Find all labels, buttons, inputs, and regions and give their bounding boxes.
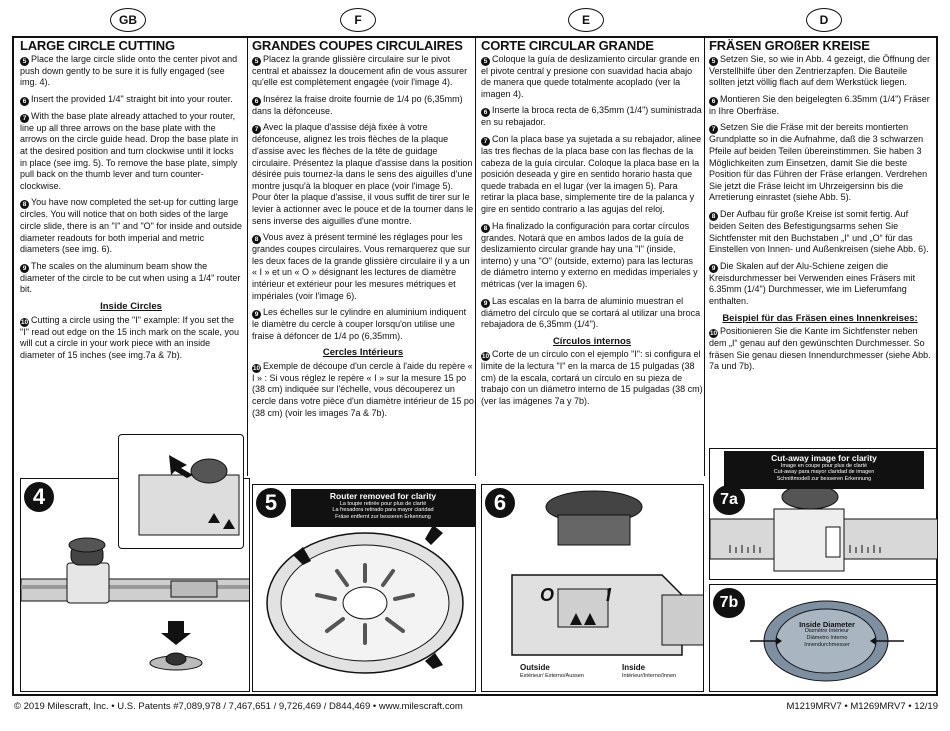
figure-7b-illustration xyxy=(750,600,904,682)
figure-4-inset xyxy=(118,434,244,549)
figure-7a: Cut-away image for clarity Image en coup… xyxy=(709,448,938,580)
footer-model-numbers: M1219MRV7 • M1269MRV7 • 12/19 xyxy=(786,701,938,712)
figure-6-label: 6 xyxy=(485,488,515,518)
column-divider xyxy=(704,38,705,476)
figure-4-illustration xyxy=(21,537,249,671)
figure-7a-label: 7a xyxy=(713,485,745,515)
inside-diameter-line: Diámetro Interno xyxy=(806,635,848,641)
outside-mark: O xyxy=(540,585,555,605)
subheading: Beispiel für das Fräsen eines Innenkreis… xyxy=(722,312,918,324)
outside-label-sub: Extérieur/ Externo/Aussen xyxy=(520,673,584,679)
section-title: LARGE CIRCLE CUTTING xyxy=(20,38,175,53)
section-title: FRÄSEN GROßER KREISE xyxy=(709,38,870,53)
figure-5-caption: Router removed for clarity La toupie ret… xyxy=(291,489,475,527)
inside-diameter-label: Inside Diameter Diamètre Intérieur Diáme… xyxy=(792,621,862,649)
inside-diameter-line: Diamètre Intérieur xyxy=(804,628,850,634)
caption-line: Image en coupe pour plus de clarté xyxy=(780,463,868,469)
page-frame xyxy=(12,36,938,696)
lang-badge-e: E xyxy=(568,8,604,32)
inside-mark: I xyxy=(606,585,612,605)
caption-line: La toupie retirée pour plus de clarté xyxy=(339,501,427,507)
lang-badge-d: D xyxy=(806,8,842,32)
inside-label-sub: Intérieur/Interno/Innen xyxy=(622,673,677,679)
outside-label: Outside Extérieur/ Externo/Aussen xyxy=(520,663,584,681)
figure-7b: 7b Inside Diameter Diamètre Intérieur Di… xyxy=(709,584,938,692)
lang-badge-f: F xyxy=(340,8,376,32)
subheading: Inside Circles xyxy=(100,300,162,312)
lang-badge-gb: GB xyxy=(110,8,146,32)
inside-label: Inside Intérieur/Interno/Innen xyxy=(622,663,676,681)
column-divider xyxy=(247,38,248,476)
inside-diameter-line: Innendurchmesser xyxy=(804,642,850,648)
column-divider xyxy=(475,38,476,476)
figure-7b-label: 7b xyxy=(713,588,745,618)
figure-5: 5 Router removed for clarity La toupie r… xyxy=(252,484,476,692)
caption-title: Router removed for clarity xyxy=(329,491,437,501)
caption-line: Cut-away para mayor claridad de imagen xyxy=(773,469,875,476)
caption-line: Schnittmodell zur besseren Erkennung xyxy=(776,475,872,482)
caption-title: Cut-away image for clarity xyxy=(771,453,877,463)
caption-line: La fresadora retirado para mayor clarida… xyxy=(332,507,434,514)
figure-7a-illustration xyxy=(710,484,937,572)
figure-5-label: 5 xyxy=(256,488,286,518)
figure-7-caption: Cut-away image for clarity Image en coup… xyxy=(724,451,924,489)
section-title: GRANDES COUPES CIRCULAIRES xyxy=(252,38,463,53)
subheading: Cercles Intérieurs xyxy=(322,347,404,359)
figure-4-label: 4 xyxy=(24,482,54,512)
caption-line: Fräse entfernt zur besseren Erkennung xyxy=(335,513,431,520)
section-title: CORTE CIRCULAR GRANDE xyxy=(481,38,654,53)
figure-5-illustration xyxy=(266,525,464,674)
figure-6: 6 O I Outside Extérieur/ Externo/Aussen … xyxy=(481,484,704,692)
figure-6-illustration xyxy=(511,490,703,656)
inside-label-title: Inside xyxy=(622,663,646,672)
inside-diameter-title: Inside Diameter xyxy=(799,620,855,629)
figure-4: 4 xyxy=(20,478,250,692)
footer-copyright: © 2019 Milescraft, Inc. • U.S. Patents #… xyxy=(14,701,463,712)
outside-label-title: Outside xyxy=(520,663,550,672)
subheading: Círculos internos xyxy=(552,335,632,347)
figure-4-inset-illustration xyxy=(138,455,240,536)
